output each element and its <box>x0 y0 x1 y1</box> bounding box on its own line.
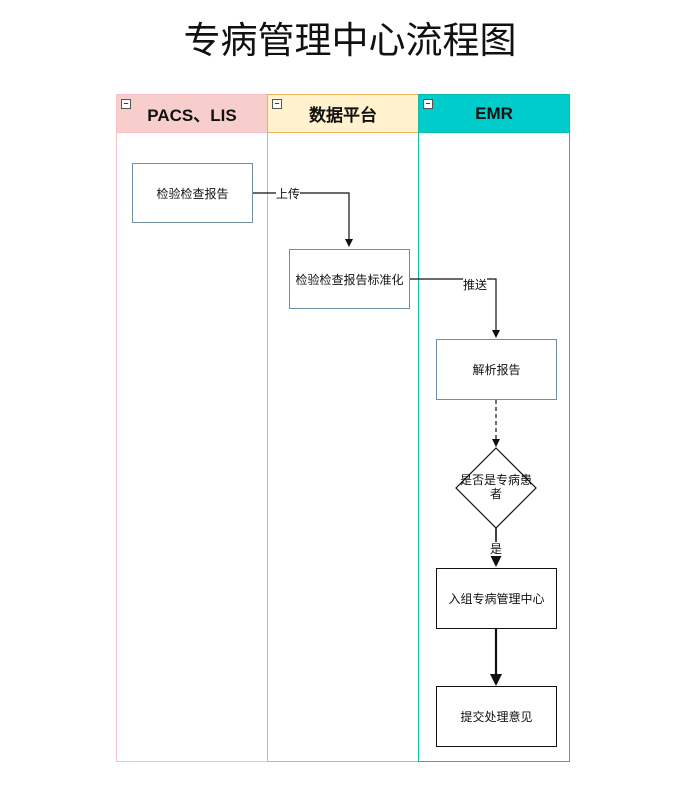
collapse-icon[interactable]: − <box>121 99 131 109</box>
edge-label-push: 推送 <box>463 278 488 292</box>
node-enroll[interactable]: 入组专病管理中心 <box>436 568 557 629</box>
lane-label: EMR <box>475 103 513 123</box>
lane-emr: − EMR <box>418 94 570 762</box>
collapse-icon[interactable]: − <box>423 99 433 109</box>
lane-header: − EMR <box>419 95 569 133</box>
lane-pacs-lis: − PACS、LIS <box>116 94 268 762</box>
collapse-icon[interactable]: − <box>272 99 282 109</box>
node-report[interactable]: 检验检查报告 <box>132 163 253 223</box>
node-standardize[interactable]: 检验检查报告标准化 <box>289 249 410 309</box>
node-submit[interactable]: 提交处理意见 <box>436 686 557 747</box>
lane-header: − 数据平台 <box>268 95 418 133</box>
lane-label: 数据平台 <box>309 106 377 125</box>
diagram-title: 专病管理中心流程图 <box>183 19 517 62</box>
lane-label: PACS、LIS <box>147 106 237 125</box>
edge-upload <box>253 192 353 247</box>
node-parse[interactable]: 解析报告 <box>436 339 557 400</box>
edge-label-yes: 是 <box>490 542 503 556</box>
edge-label-upload: 上传 <box>276 187 301 201</box>
edge-push <box>410 278 500 338</box>
lane-header: − PACS、LIS <box>117 95 267 133</box>
node-decision-label[interactable]: 是否是专病患者 <box>459 473 532 501</box>
